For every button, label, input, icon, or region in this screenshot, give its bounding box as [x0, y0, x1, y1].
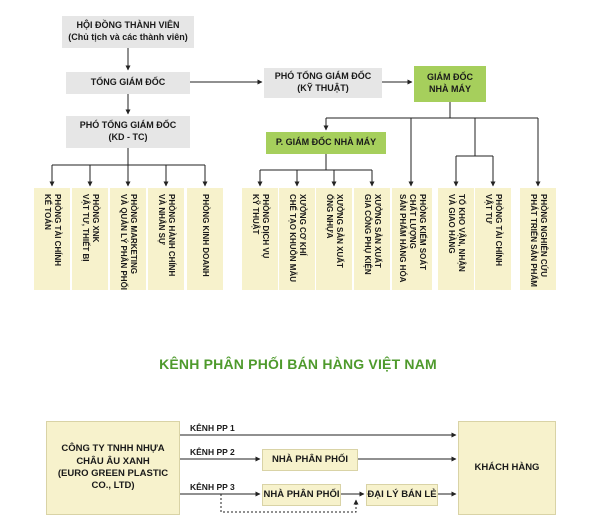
dept-label: PHÒNG KIỂM SOÁT	[418, 194, 427, 271]
board-box: HỘI ĐỒNG THÀNH VIÊN (Chủ tịch và các thà…	[62, 16, 194, 48]
dept-label: XƯỞNG CƠ KHÍ	[298, 194, 307, 256]
ceo-box: TỔNG GIÁM ĐỐC	[66, 72, 190, 94]
dept-label: PHÒNG XNK	[91, 194, 100, 243]
ceo-label: TỔNG GIÁM ĐỐC	[90, 77, 166, 88]
distributor-box-3: NHÀ PHÂN PHỐI	[262, 484, 341, 506]
retailer-box: ĐẠI LÝ BÁN LẺ	[366, 484, 438, 506]
board-subtitle: (Chủ tịch và các thành viên)	[68, 32, 188, 42]
customer-label: KHÁCH HÀNG	[474, 461, 540, 473]
dept-label: XƯỞNG SẢN XUẤT	[335, 194, 344, 268]
factory-director-line1: GIÁM ĐỐC	[427, 72, 473, 83]
deputy-tech-title: PHÓ TỔNG GIÁM ĐỐC	[274, 71, 372, 82]
deputy-bd-box: PHÓ TỔNG GIÁM ĐỐC (KD - TC)	[66, 116, 190, 148]
dept-label: PHÒNG HÀNH CHÍNH	[167, 194, 176, 277]
dept-label: XƯỞNG SẢN XUẤT	[373, 194, 382, 268]
dept-label: VÀ GIAO HÀNG	[447, 194, 456, 254]
dept-label: CHẤT LƯỢNG	[408, 194, 417, 249]
distributor-label: NHÀ PHÂN PHỐI	[263, 488, 340, 500]
dept-label: TỔ KHO VẬN, NHẬN	[457, 194, 466, 272]
dept-label: PHÒNG MARKETING	[129, 194, 138, 274]
customer-box: KHÁCH HÀNG	[458, 421, 556, 515]
dept-label: PHÒNG KINH DOANH	[201, 194, 210, 277]
deputy-tech-subtitle: (KỸ THUẬT)	[297, 83, 349, 93]
deputy-bd-subtitle: (KD - TC)	[108, 132, 148, 142]
retailer-label: ĐẠI LÝ BÁN LẺ	[367, 488, 437, 500]
dept-label: SẢN PHẨM HÀNG HÓA	[398, 194, 407, 283]
company-name-line3: (EURO GREEN PLASTIC CO., LTD)	[57, 468, 169, 492]
company-box: CÔNG TY TNHH NHỰA CHÂU ÂU XANH (EURO GRE…	[46, 421, 180, 515]
distributor-label: NHÀ PHÂN PHỐI	[271, 453, 348, 465]
deputy-factory-label: P. GIÁM ĐỐC NHÀ MÁY	[275, 137, 377, 148]
dept-label: KỸ THUẬT	[251, 194, 260, 235]
dept-sales: PHÒNG KINH DOANH	[187, 188, 223, 290]
dept-label: CHẾ TẠO KHUÔN MẪU	[288, 194, 297, 282]
dept-label: VÀ NHÂN SỰ	[157, 194, 166, 245]
channel-1-label: KÊNH PP 1	[190, 423, 235, 433]
channel-3-label: KÊNH PP 3	[190, 482, 235, 492]
dept-label: PHÒNG TÀI CHÍNH	[53, 194, 62, 266]
dept-label: VẬT TƯ, THIẾT BỊ	[81, 194, 90, 262]
dept-label: PHÒNG NGHIÊN CỨU	[539, 194, 548, 278]
dept-label: KẾ TOÁN	[43, 194, 52, 230]
dept-label: VÀ QUẢN LÝ PHÂN PHỐI	[119, 194, 128, 291]
dept-label: PHÒNG DỊCH VỤ	[261, 194, 270, 259]
dept-label: GIA CÔNG PHỤ KIỆN	[363, 194, 372, 275]
channel-2-label: KÊNH PP 2	[190, 447, 235, 457]
factory-director-line2: NHÀ MÁY	[429, 84, 471, 94]
board-title: HỘI ĐỒNG THÀNH VIÊN	[76, 20, 180, 31]
company-name-line2: CHÂU ÂU XANH	[76, 455, 150, 467]
company-name-line1: CÔNG TY TNHH NHỰA	[61, 443, 165, 455]
dept-label: ỐNG NHỰA	[325, 194, 334, 239]
factory-director-box: GIÁM ĐỐC NHÀ MÁY	[414, 66, 486, 102]
distribution-title: KÊNH PHÂN PHỐI BÁN HÀNG VIỆT NAM	[159, 356, 437, 372]
dept-label: PHÒNG TÀI CHÍNH	[494, 194, 503, 266]
deputy-tech-box: PHÓ TỔNG GIÁM ĐỐC (KỸ THUẬT)	[264, 68, 382, 98]
deputy-factory-box: P. GIÁM ĐỐC NHÀ MÁY	[266, 132, 386, 154]
deputy-bd-title: PHÓ TỔNG GIÁM ĐỐC	[79, 120, 177, 131]
distributor-box-2: NHÀ PHÂN PHỐI	[262, 449, 358, 471]
dept-label: VẬT TƯ	[484, 194, 493, 224]
dept-label: PHÁT TRIỂN SẢN PHẨM	[529, 194, 538, 287]
